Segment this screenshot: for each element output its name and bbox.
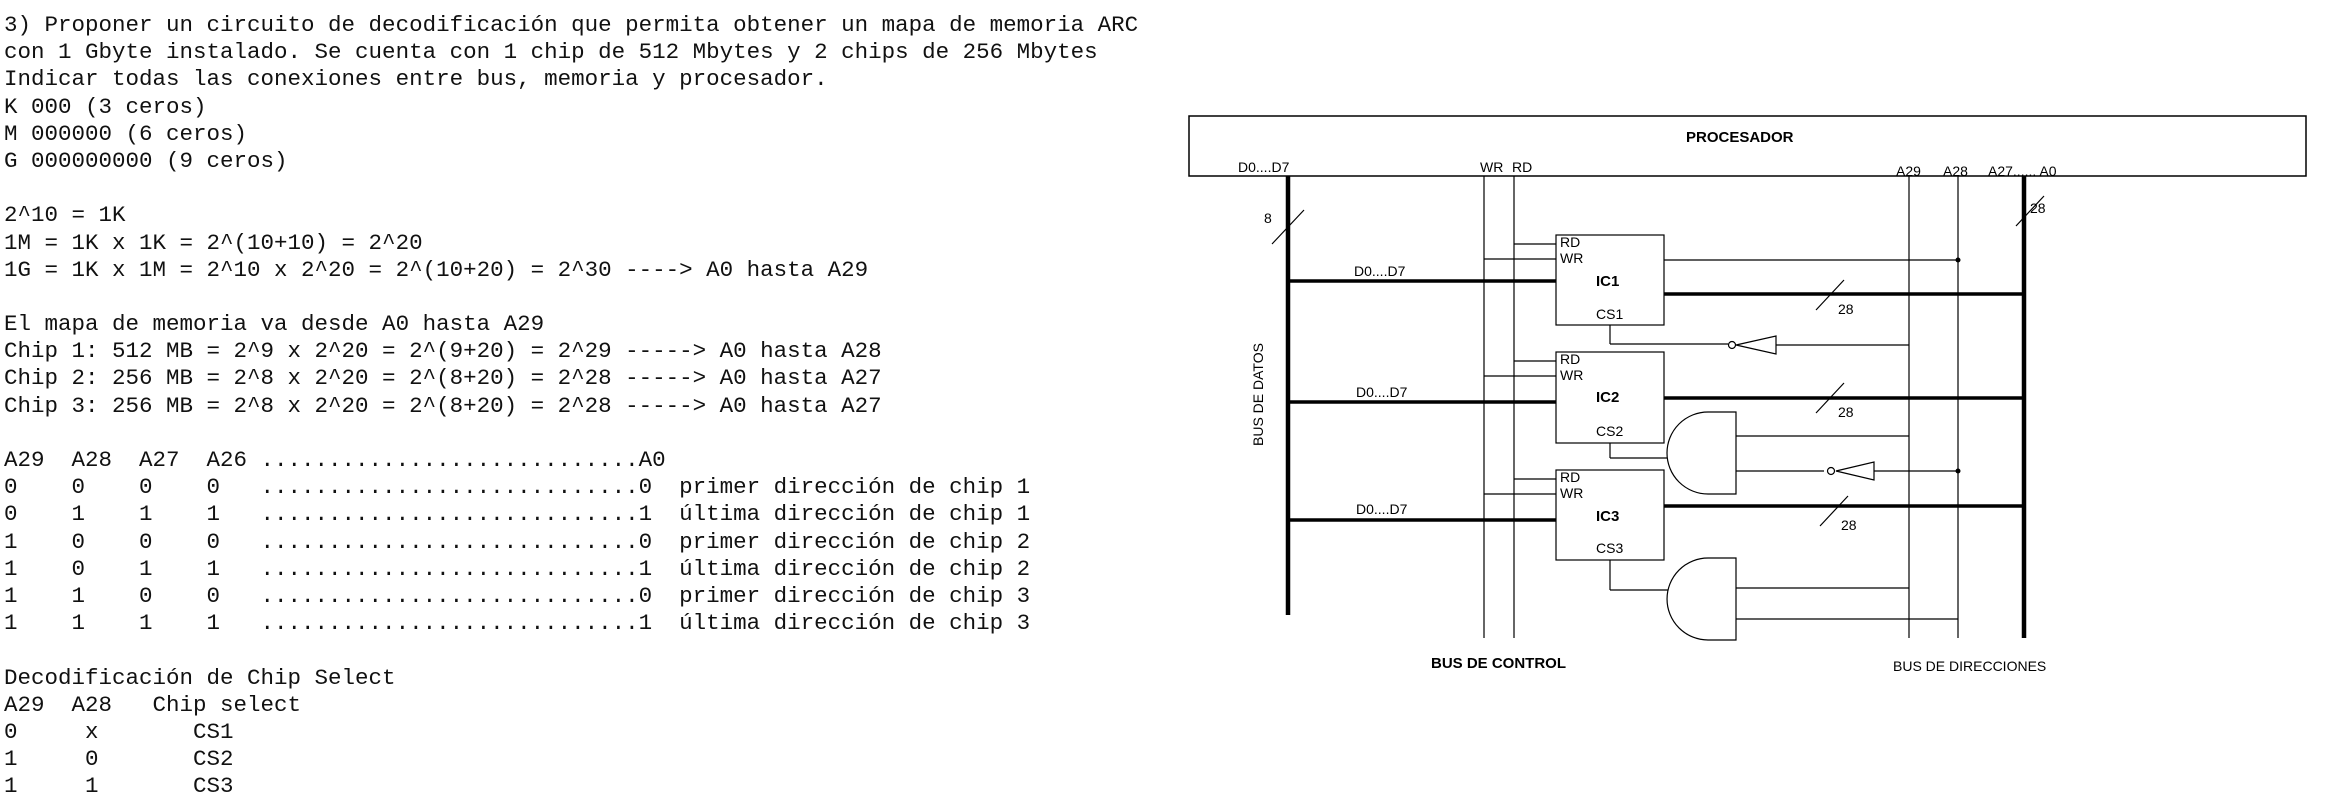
text-line: 1 1 1 1 ............................1 úl…: [4, 610, 1031, 637]
chip-ic3-data-label: D0....D7: [1356, 501, 1408, 517]
text-line: 1 0 1 1 ............................1 úl…: [4, 555, 1031, 582]
address-bus-width-tick: [2015, 195, 2045, 227]
processor-a29-pin: A29: [1896, 163, 1921, 179]
text-line: K 000 (3 ceros): [4, 93, 207, 120]
text-line: M 000000 (6 ceros): [4, 120, 248, 147]
text-line: [4, 420, 1184, 447]
processor-box: [1188, 115, 2307, 177]
text-line: 0 0 0 0 ............................0 pr…: [4, 474, 1031, 501]
text-line: 1M = 1K x 1K = 2^(10+10) = 2^20: [4, 229, 423, 256]
chip-ic1-wr-pin: WR: [1560, 250, 1583, 266]
chip-ic2-address-tick: [1815, 382, 1845, 414]
text-line: 1 1 0 0 ............................0 pr…: [4, 582, 1031, 609]
chip-ic1-inverter-bubble: [1727, 340, 1737, 350]
text-line: [4, 175, 1184, 202]
chip-ic3-wr-pin: WR: [1560, 485, 1583, 501]
text-line: 1G = 1K x 1M = 2^10 x 2^20 = 2^(10+20) =…: [4, 256, 869, 283]
chip-ic1-address-tick: [1815, 279, 1845, 311]
text-line: A29 A28 A27 A26 ........................…: [4, 447, 666, 473]
chip-ic1-a28-junction: [1955, 257, 1961, 263]
chip-ic2-rd-pin: RD: [1560, 351, 1580, 367]
text-line: G 000000000 (9 ceros): [4, 147, 288, 174]
chip-ic3-address-width: 28: [1841, 517, 1857, 533]
processor-label: PROCESADOR: [1686, 129, 1794, 146]
text-line: Decodificación de Chip Select: [4, 664, 396, 691]
text-line: 1 0 0 0 ............................0 pr…: [4, 528, 1031, 555]
chip-ic2-inverter: [1835, 461, 1875, 481]
text-line: Chip 2: 256 MB = 2^8 x 2^20 = 2^(8+20) =…: [4, 365, 882, 392]
processor-rd-pin: RD: [1512, 159, 1532, 175]
chip-ic3-box: [1555, 469, 1665, 561]
chip-ic2-name: IC2: [1596, 389, 1619, 406]
decoder-circuit-diagram: PROCESADOR D0....D7 WR RD A29 A28 A27...…: [1188, 115, 2307, 674]
text-line: con 1 Gbyte instalado. Se cuenta con 1 c…: [4, 39, 1098, 66]
data-bus-width-tick: [1271, 209, 1305, 245]
processor-wr-pin: WR: [1480, 159, 1503, 175]
exercise-text: 3) Proponer un circuito de decodificació…: [4, 12, 1184, 800]
address-bus-width-label: 28: [2030, 200, 2046, 216]
control-bus-label: BUS DE CONTROL: [1431, 655, 1566, 672]
data-bus-label: BUS DE DATOS: [1250, 343, 1266, 446]
chip-ic3-name: IC3: [1596, 508, 1619, 525]
chip-ic2-a28-junction: [1955, 468, 1961, 474]
chip-ic2: RD WR IC2 CS2 D0....D7 28: [1288, 351, 2024, 495]
chip-ic2-inverter-bubble: [1826, 466, 1836, 476]
chip-ic2-and-gate: [1666, 411, 1737, 495]
processor-a28-pin: A28: [1943, 163, 1968, 179]
text-line: El mapa de memoria va desde A0 hasta A29: [4, 311, 545, 338]
text-line: Chip 1: 512 MB = 2^9 x 2^20 = 2^(9+20) =…: [4, 338, 882, 365]
chip-ic3-rd-pin: RD: [1560, 469, 1580, 485]
chip-ic1: RD WR IC1 CS1 D0....D7 28: [1288, 234, 2024, 355]
chip-ic2-wr-pin: WR: [1560, 367, 1583, 383]
chip-ic2-cs-pin: CS2: [1596, 423, 1623, 439]
text-line: [4, 637, 1184, 664]
text-line: 3) Proponer un circuito de decodificació…: [4, 12, 1139, 38]
chip-ic1-box: [1555, 234, 1665, 326]
chip-ic3-address-tick: [1819, 495, 1849, 527]
chip-ic3-and-gate: [1666, 557, 1737, 641]
text-line: 0 x CS1: [4, 718, 234, 745]
data-bus-width-label: 8: [1264, 210, 1272, 226]
chip-ic1-cs-pin: CS1: [1596, 306, 1623, 322]
processor-a27-a0-pins: A27...... A0: [1988, 163, 2057, 179]
chip-ic2-data-label: D0....D7: [1356, 384, 1408, 400]
chip-ic3-cs-pin: CS3: [1596, 540, 1623, 556]
text-line: A29 A28 Chip select: [4, 691, 302, 718]
text-line: 1 0 CS2: [4, 746, 234, 773]
address-bus-label: BUS DE DIRECCIONES: [1893, 658, 2046, 674]
chip-ic1-inverter: [1735, 335, 1777, 355]
processor-data-pins: D0....D7: [1238, 159, 1290, 175]
text-line: [4, 284, 1184, 311]
chip-ic1-address-width: 28: [1838, 301, 1854, 317]
text-line: Indicar todas las conexiones entre bus, …: [4, 66, 828, 93]
chip-ic1-name: IC1: [1596, 273, 1619, 290]
chip-ic3: RD WR IC3 CS3 D0....D7 28: [1288, 469, 2024, 641]
text-line: 2^10 = 1K: [4, 202, 126, 229]
text-line: 0 1 1 1 ............................1 úl…: [4, 501, 1031, 528]
text-line: 1 1 CS3: [4, 773, 234, 800]
chip-ic1-data-label: D0....D7: [1354, 263, 1406, 279]
chip-ic2-address-width: 28: [1838, 404, 1854, 420]
text-line: Chip 3: 256 MB = 2^8 x 2^20 = 2^(8+20) =…: [4, 392, 882, 419]
chip-ic1-rd-pin: RD: [1560, 234, 1580, 250]
